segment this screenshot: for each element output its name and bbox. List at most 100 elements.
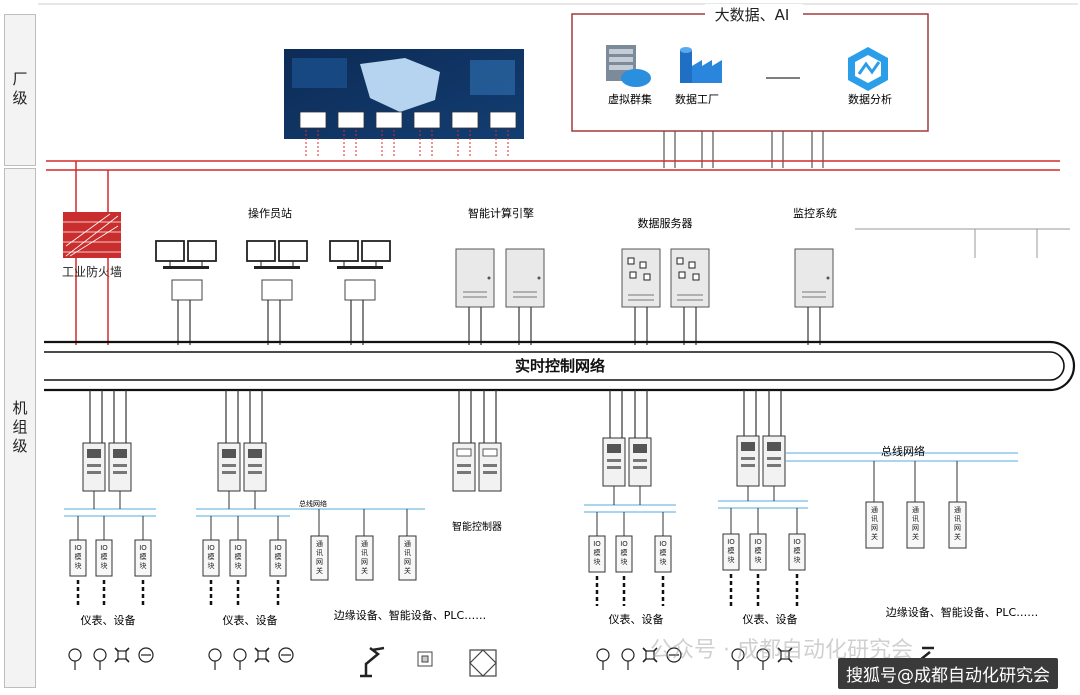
operator-station-2 xyxy=(246,240,308,301)
plant-level-text: 厂级 xyxy=(10,71,29,109)
bus-network-label-large: 总线网络 xyxy=(881,444,925,458)
controller-1a xyxy=(82,442,106,492)
controller-3a xyxy=(602,437,626,487)
io-module-label: 块 xyxy=(728,555,735,564)
monitoring-server xyxy=(794,248,834,308)
comm-gateway-label: 讯 xyxy=(954,515,961,523)
io-module-label: 模 xyxy=(140,552,147,561)
io-module-label: IO xyxy=(234,544,242,552)
io-module-label: 模 xyxy=(235,552,242,561)
sohu-watermark: 搜狐号@成都自动化研究会 xyxy=(838,658,1058,689)
comm-gateway-label: 讯 xyxy=(316,549,323,557)
io-module-label: 模 xyxy=(594,548,601,557)
comm-gateway-label: 关 xyxy=(912,532,919,541)
io-module-label: 块 xyxy=(660,557,667,566)
comm-gateway-label: 讯 xyxy=(912,515,919,523)
io-module-label: IO xyxy=(659,540,667,548)
realtime-control-network: 实时控制网络 xyxy=(44,340,1076,392)
bigdata-panel: 大数据、AI 虚拟群集 数据工厂 xyxy=(571,4,929,132)
io-module-label: 模 xyxy=(794,546,801,555)
smart-controller-label: 智能控制器 xyxy=(452,520,502,533)
controller-3b xyxy=(628,437,652,487)
data-server-2 xyxy=(670,248,710,308)
realtime-network-label: 实时控制网络 xyxy=(515,357,605,375)
io-module-label: IO xyxy=(139,544,147,552)
comm-gateway-label: 通 xyxy=(404,539,411,548)
io-module-label: 块 xyxy=(208,561,215,570)
virtual-cluster-icon xyxy=(606,45,651,87)
io-module-label: IO xyxy=(100,544,108,552)
comm-gateway-label: 通 xyxy=(316,539,323,548)
operator-station-label: 操作员站 xyxy=(248,206,292,220)
io-module-label: 模 xyxy=(275,552,282,561)
io-module-label: IO xyxy=(207,544,215,552)
io-module-label: IO xyxy=(793,538,801,546)
compute-engine-label: 智能计算引擎 xyxy=(468,206,534,220)
io-module-label: IO xyxy=(754,538,762,546)
controller-4a xyxy=(736,435,760,487)
comm-gateway-label: 网 xyxy=(871,524,878,532)
unit-level-label: 机组级 xyxy=(4,168,36,688)
instrument-icons-1 xyxy=(68,647,154,670)
comm-gateway-label: 网 xyxy=(404,558,411,566)
comm-gateway-label: 关 xyxy=(954,532,961,541)
io-module-label: 模 xyxy=(101,552,108,561)
comm-gateway-label: 网 xyxy=(912,524,919,532)
virtual-cluster-label: 虚拟群集 xyxy=(608,92,652,106)
instruments-label-2: 仪表、设备 xyxy=(223,613,278,627)
comm-gateway-label: 网 xyxy=(954,524,961,532)
controller-2b xyxy=(243,442,267,492)
io-module-label: IO xyxy=(620,540,628,548)
instruments-label-3: 仪表、设备 xyxy=(609,612,664,626)
data-factory-label: 数据工厂 xyxy=(675,92,719,106)
io-module-label: IO xyxy=(274,544,282,552)
io-module-label: 块 xyxy=(794,555,801,564)
io-module-label: 块 xyxy=(621,557,628,566)
io-module-label: IO xyxy=(727,538,735,546)
io-module-label: 块 xyxy=(594,557,601,566)
instrument-icons-3 xyxy=(596,647,682,670)
controller-1b xyxy=(108,442,132,492)
data-server-label: 数据服务器 xyxy=(638,216,693,230)
unit-level-text: 机组级 xyxy=(10,399,29,457)
io-module-label: 块 xyxy=(275,561,282,570)
io-module-label: 块 xyxy=(755,555,762,564)
io-module-label: 模 xyxy=(755,546,762,555)
io-module-label: 模 xyxy=(75,552,82,561)
io-module-label: 模 xyxy=(660,548,667,557)
robot-arm-icon xyxy=(360,646,385,678)
controller-2a xyxy=(217,442,241,492)
plc-icon xyxy=(469,649,497,677)
comm-gateway-label: 关 xyxy=(871,532,878,541)
io-module-label: IO xyxy=(74,544,82,552)
data-analytics-icon xyxy=(848,47,888,91)
comm-gateway-label: 关 xyxy=(361,566,368,575)
io-module-label: 模 xyxy=(208,552,215,561)
comm-gateway-label: 网 xyxy=(361,558,368,566)
io-module-label: 模 xyxy=(728,546,735,555)
comm-gateway-label: 讯 xyxy=(871,515,878,523)
plant-level-label: 厂级 xyxy=(4,14,36,166)
smart-controller-a xyxy=(452,442,476,492)
io-module-label: 块 xyxy=(140,561,147,570)
instruments-label-1: 仪表、设备 xyxy=(81,613,136,627)
comm-gateway-label: 网 xyxy=(316,558,323,566)
io-module-label: 块 xyxy=(75,561,82,570)
comm-gateway-label: 通 xyxy=(912,505,919,514)
comm-gateway-label: 讯 xyxy=(404,549,411,557)
